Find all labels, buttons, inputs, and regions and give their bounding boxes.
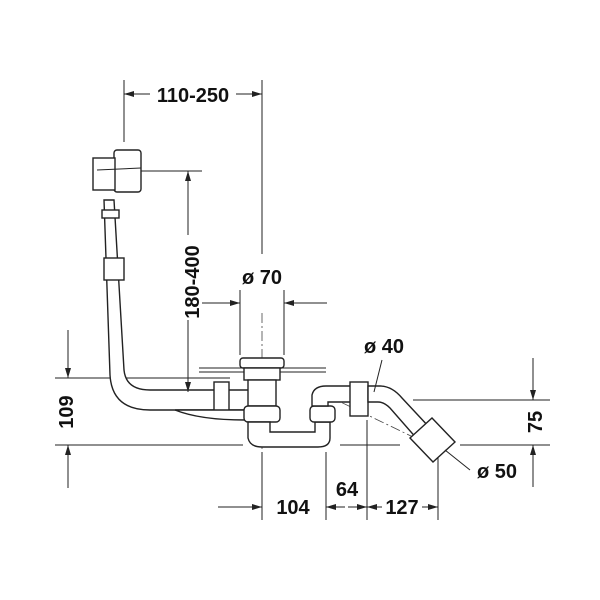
overflow-assembly <box>92 149 251 421</box>
dimension-lines <box>65 91 536 510</box>
center-lines <box>145 313 441 451</box>
dim-104: 104 <box>276 497 310 519</box>
dim-64: 64 <box>336 479 359 501</box>
dim-drain-diameter: ø 70 <box>242 267 282 289</box>
drain-trap <box>199 357 457 463</box>
dim-diameter-50: ø 50 <box>477 461 517 483</box>
extension-lines <box>55 80 550 520</box>
dim-127: 127 <box>385 497 418 519</box>
dim-outlet-height: 75 <box>525 411 547 433</box>
dim-overflow-height: 180-400 <box>182 245 204 318</box>
dim-trap-height: 109 <box>56 395 78 428</box>
dim-diameter-40: ø 40 <box>364 336 404 358</box>
dim-overflow-reach: 110-250 <box>157 85 229 107</box>
